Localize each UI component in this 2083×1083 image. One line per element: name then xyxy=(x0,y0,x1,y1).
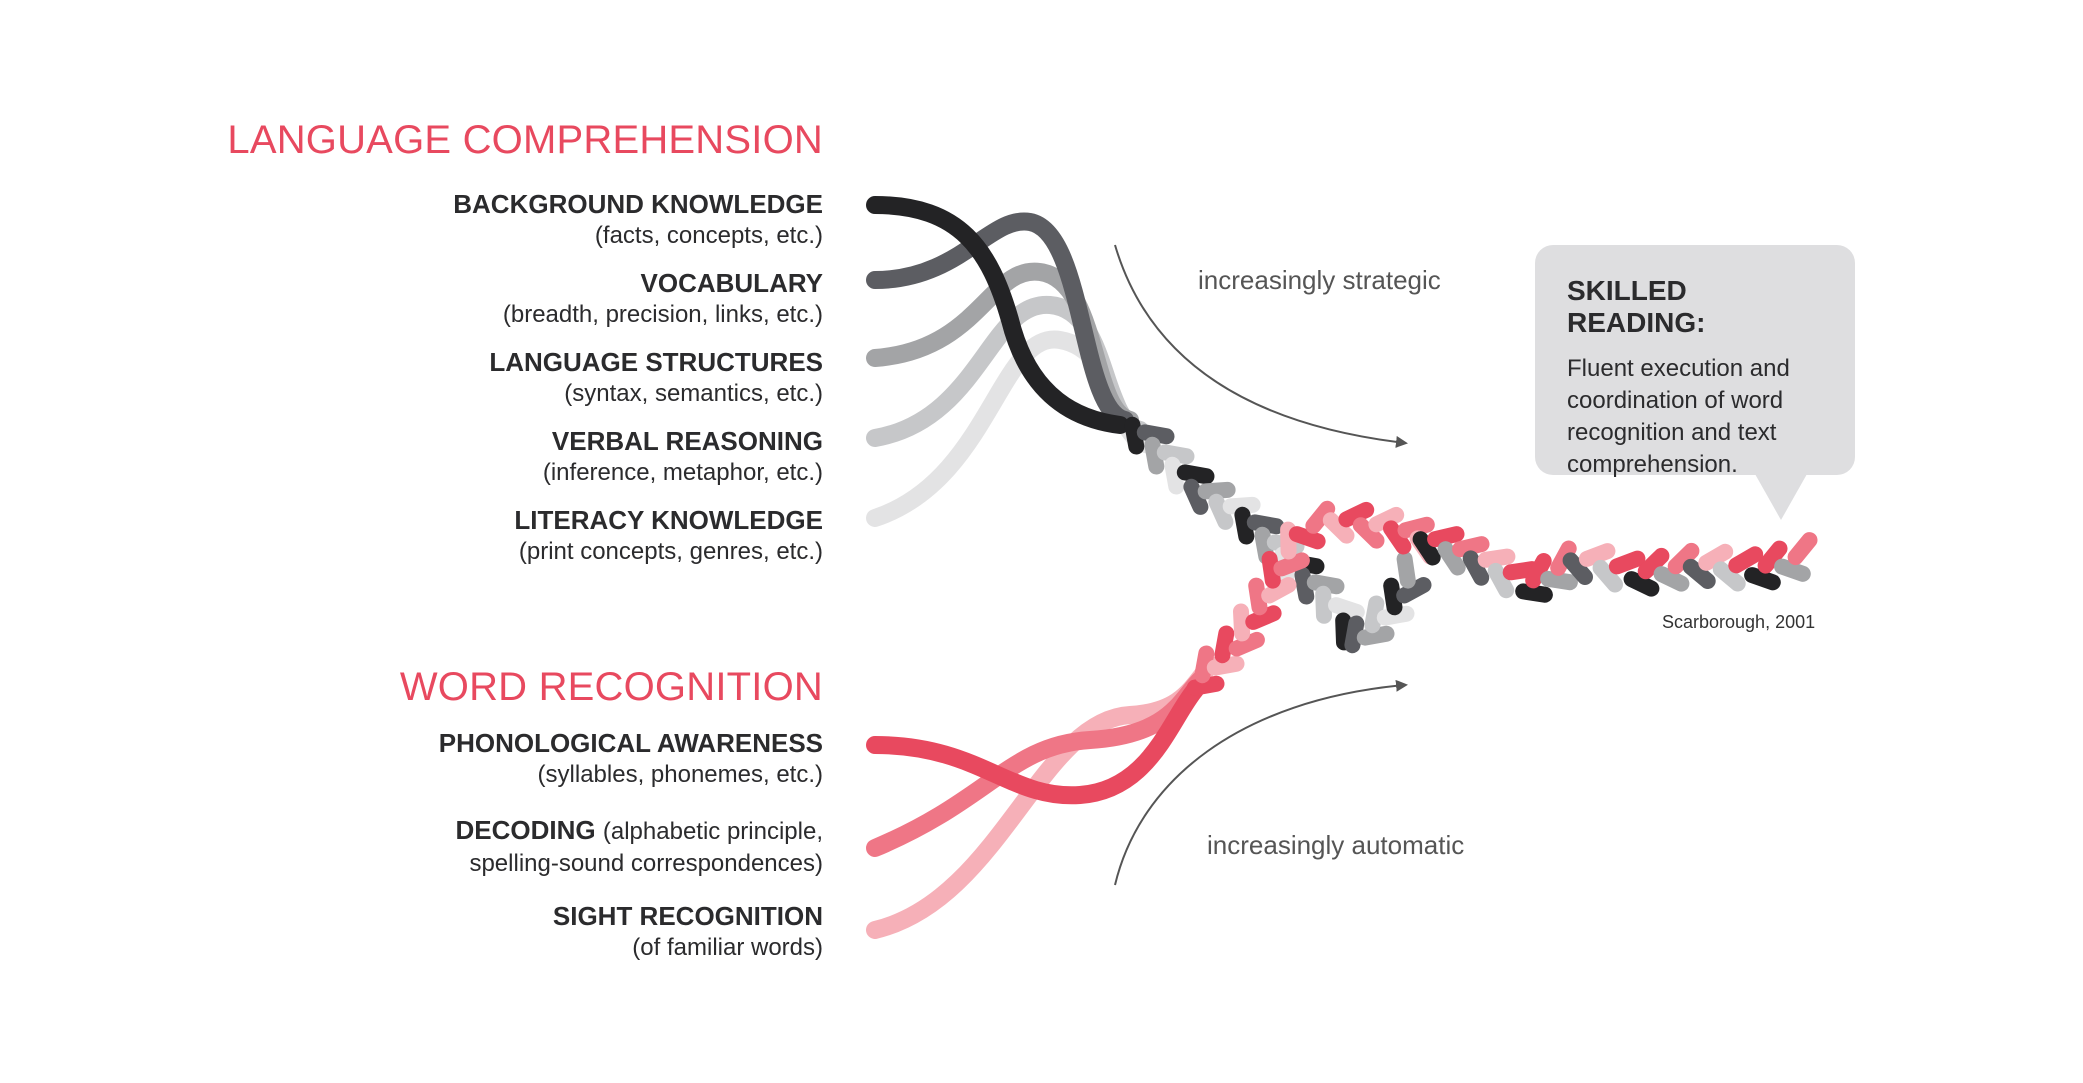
braid-stitch xyxy=(1662,574,1682,584)
strand-label-vocabulary: VOCABULARY (breadth, precision, links, e… xyxy=(503,267,823,331)
braid-stitch xyxy=(1736,554,1755,565)
braid-stitch xyxy=(1206,490,1228,492)
braid-stitch xyxy=(1145,432,1167,436)
braid-stitch xyxy=(1215,664,1237,668)
braid-stitch xyxy=(1617,559,1638,567)
braid-stitch xyxy=(1165,452,1187,456)
braid-stitch xyxy=(1270,559,1273,581)
braid-stitch xyxy=(1172,465,1176,487)
wr-strands xyxy=(875,665,1210,930)
braid-stitch xyxy=(1302,575,1306,597)
phonological-awareness-desc: (syllables, phonemes, etc.) xyxy=(439,759,823,791)
braid-stitch xyxy=(1782,567,1803,574)
braid-stitch xyxy=(1336,605,1357,612)
strand-label-sight-recognition: SIGHT RECOGNITION (of familiar words) xyxy=(553,900,823,964)
callout-tail xyxy=(1755,474,1807,520)
braid-stitch xyxy=(1297,534,1318,541)
braid-stitch xyxy=(1343,621,1344,643)
braid-stitch xyxy=(1548,579,1570,582)
strand-label-background-knowledge: BACKGROUND KNOWLEDGE (facts, concepts, e… xyxy=(453,188,823,252)
word-recognition-title: WORD RECOGNITION xyxy=(400,665,823,710)
braid-stitch xyxy=(1435,534,1456,539)
braid-stitch xyxy=(1752,575,1773,582)
citation: Scarborough, 2001 xyxy=(1662,612,1815,633)
strand-label-verbal-reasoning: VERBAL REASONING (inference, metaphor, e… xyxy=(543,425,823,489)
braid-stitch xyxy=(1281,560,1302,568)
braid-stitch xyxy=(1185,472,1207,476)
braid-stitch xyxy=(1132,425,1136,447)
braid-stitch xyxy=(1523,591,1545,594)
braid-stitch xyxy=(1587,551,1608,559)
braid-stitch xyxy=(1632,579,1652,589)
braid-stitch xyxy=(1222,634,1226,656)
braid-stitch xyxy=(1195,684,1217,688)
braid-stitch xyxy=(1288,530,1289,552)
strand-label-phonological-awareness: PHONOLOGICAL AWARENESS (syllables, phone… xyxy=(439,727,823,791)
braid-stitch xyxy=(1152,445,1156,467)
skilled-reading-body: Fluent execution and coordination of wor… xyxy=(1567,353,1823,481)
background-knowledge-name: BACKGROUND KNOWLEDGE xyxy=(453,188,823,220)
language-structures-desc: (syntax, semantics, etc.) xyxy=(489,378,823,410)
language-structures-name: LANGUAGE STRUCTURES xyxy=(489,346,823,378)
vocabulary-name: VOCABULARY xyxy=(503,267,823,299)
skilled-reading-callout: SKILLED READING: Fluent execution and co… xyxy=(1535,245,1855,475)
literacy-knowledge-desc: (print concepts, genres, etc.) xyxy=(514,536,823,568)
phonological-awareness-name: PHONOLOGICAL AWARENESS xyxy=(439,727,823,759)
braid-stitch xyxy=(1237,640,1257,649)
skilled-reading-title: SKILLED READING: xyxy=(1567,275,1823,339)
main-braid xyxy=(1421,534,1810,595)
braid-stitch xyxy=(1486,557,1508,560)
literacy-knowledge-name: LITERACY KNOWLEDGE xyxy=(514,504,823,536)
strand-label-decoding: DECODING (alphabetic principle, spelling… xyxy=(456,814,823,880)
braid-stitch xyxy=(1796,540,1810,557)
braid-stitch xyxy=(1242,515,1246,537)
braid-stitch xyxy=(1241,612,1242,634)
braid-stitch xyxy=(1256,586,1259,608)
decoding-name: DECODING xyxy=(456,815,596,845)
braid-stitch xyxy=(1255,522,1277,526)
braid-stitch xyxy=(1706,552,1725,563)
lc-strands xyxy=(875,205,1150,518)
background-knowledge-desc: (facts, concepts, etc.) xyxy=(453,220,823,252)
braid-stitch xyxy=(1406,525,1427,530)
braid-stitch xyxy=(1372,604,1376,626)
braid-stitch xyxy=(1231,505,1253,507)
braid-stitch xyxy=(1460,544,1481,549)
braid-stitch xyxy=(1323,594,1324,616)
decoding-line: DECODING (alphabetic principle, xyxy=(456,814,823,848)
decoding-desc-line2: spelling-sound correspondences) xyxy=(456,848,823,880)
increasingly-strategic-label: increasingly strategic xyxy=(1198,265,1441,296)
braid-stitch xyxy=(1352,624,1356,646)
braid-stitch xyxy=(1365,634,1387,638)
language-comprehension-title: LANGUAGE COMPREHENSION xyxy=(227,118,823,163)
strand-label-language-structures: LANGUAGE STRUCTURES (syntax, semantics, … xyxy=(489,346,823,410)
sight-recognition-name: SIGHT RECOGNITION xyxy=(553,900,823,932)
verbal-reasoning-desc: (inference, metaphor, etc.) xyxy=(543,457,823,489)
decoding-desc-line1: (alphabetic principle, xyxy=(603,818,823,845)
braid-stitch xyxy=(1202,654,1206,676)
verbal-reasoning-name: VERBAL REASONING xyxy=(543,425,823,457)
sight-recognition-desc: (of familiar words) xyxy=(553,932,823,964)
increasingly-automatic-label: increasingly automatic xyxy=(1207,830,1464,861)
strand-label-literacy-knowledge: LITERACY KNOWLEDGE (print concepts, genr… xyxy=(514,504,823,568)
braid-stitch xyxy=(1391,586,1394,608)
braid-stitch xyxy=(1405,559,1408,581)
braid-stitch xyxy=(1315,582,1337,586)
vocabulary-desc: (breadth, precision, links, etc.) xyxy=(503,299,823,331)
